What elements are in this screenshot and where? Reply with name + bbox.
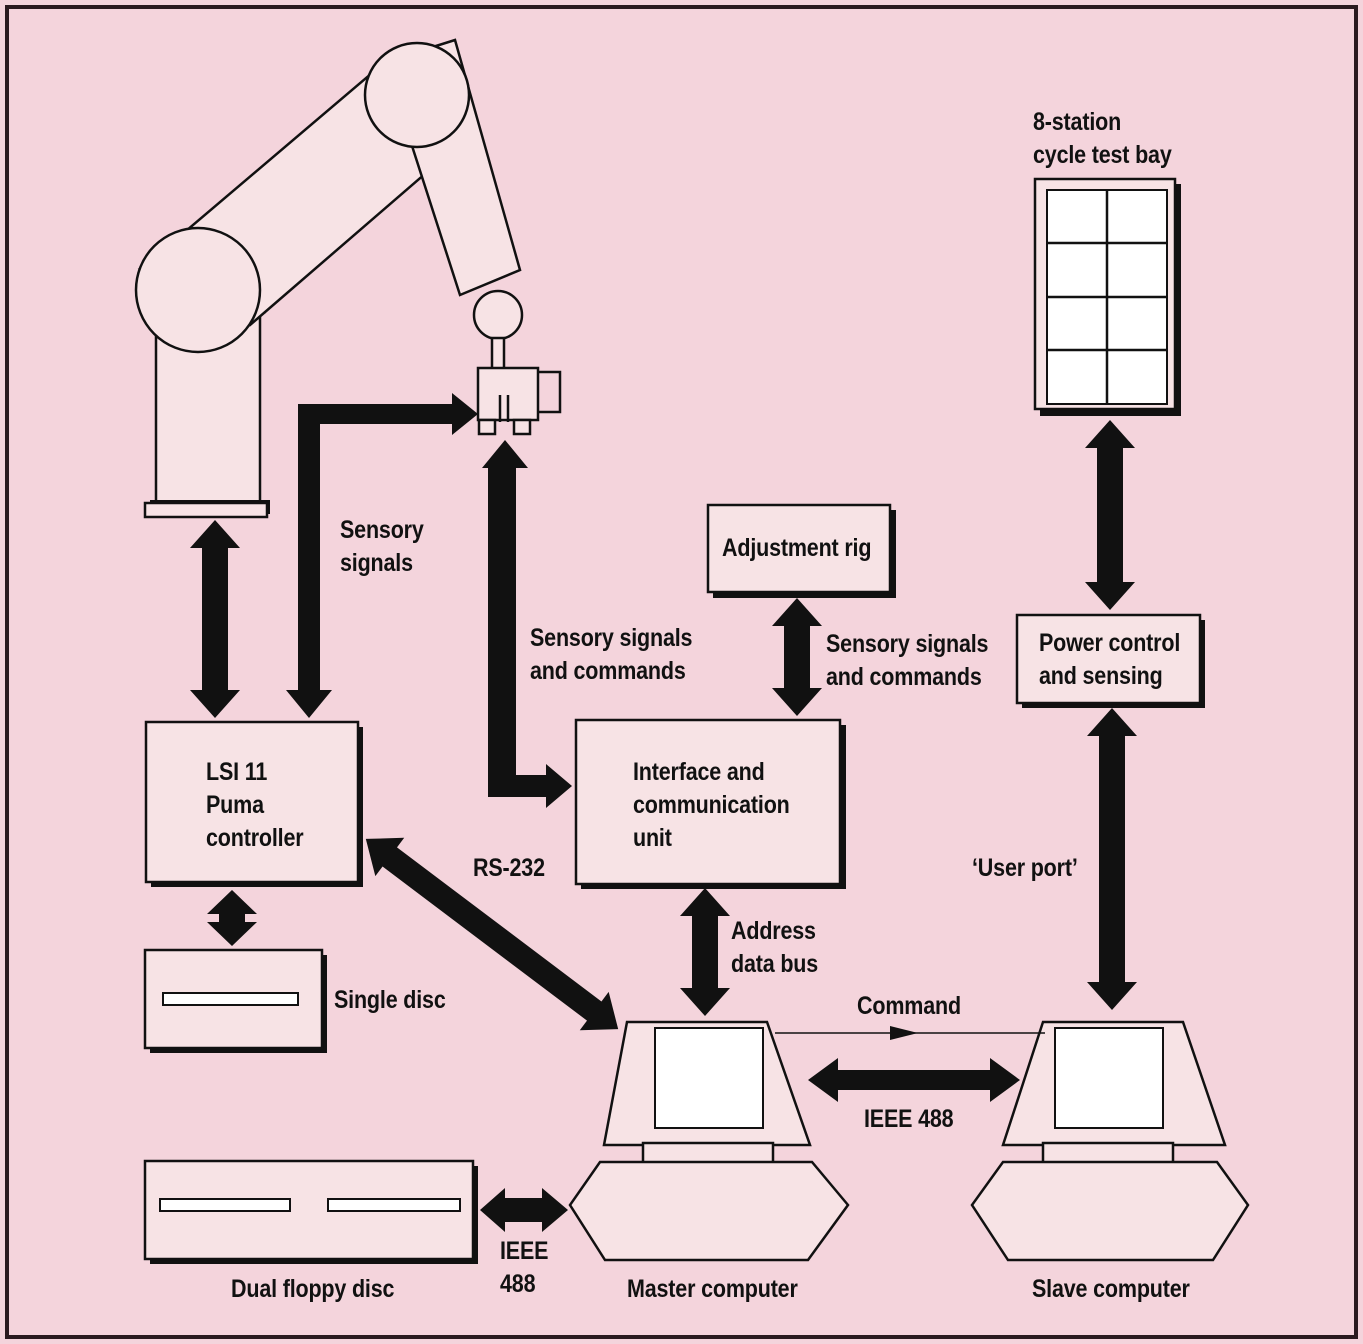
- arrow-power-slave: [1087, 708, 1137, 1010]
- master-computer: [570, 1022, 848, 1260]
- arrow-ieee-master-slave: [808, 1058, 1020, 1102]
- sensory-commands-mid-label: Sensory signals and commands: [530, 622, 692, 688]
- power-control-label: Power control and sensing: [1039, 627, 1180, 693]
- address-bus-label: Address data bus: [731, 915, 818, 981]
- dual-floppy-drive: [145, 1161, 478, 1264]
- ieee-master-slave-label: IEEE 488: [864, 1103, 953, 1136]
- slave-computer-label: Slave computer: [1032, 1273, 1190, 1306]
- puma-robot-arm: [136, 40, 560, 517]
- rs232-label: RS-232: [473, 852, 545, 885]
- ieee-floppy-label: IEEE 488: [500, 1235, 548, 1301]
- command-label: Command: [857, 990, 961, 1023]
- arrow-address-bus: [680, 888, 730, 1016]
- adjustment-rig-label: Adjustment rig: [722, 532, 871, 565]
- arrow-ieee-floppy: [480, 1188, 568, 1232]
- arrow-robot-lsi: [190, 520, 240, 718]
- interface-unit-label: Interface and communication unit: [633, 756, 790, 855]
- user-port-label: ‘User port’: [972, 852, 1078, 885]
- sensory-commands-right-label: Sensory signals and commands: [826, 628, 988, 694]
- lsi-controller-label: LSI 11 Puma controller: [206, 756, 303, 855]
- arrow-rig-interface: [772, 598, 822, 716]
- single-disc-label: Single disc: [334, 984, 446, 1017]
- arrow-lsi-disc: [207, 890, 257, 946]
- cycle-test-bay: [1035, 179, 1181, 416]
- sensory-signals-label: Sensory signals: [340, 514, 424, 580]
- arrow-bay-power: [1085, 420, 1135, 610]
- command-arrowhead: [890, 1026, 918, 1040]
- slave-computer: [972, 1022, 1248, 1260]
- cycle-test-bay-label: 8-station cycle test bay: [1033, 106, 1172, 172]
- dual-floppy-label: Dual floppy disc: [231, 1273, 394, 1306]
- master-computer-label: Master computer: [627, 1273, 798, 1306]
- single-disc-drive: [145, 950, 327, 1053]
